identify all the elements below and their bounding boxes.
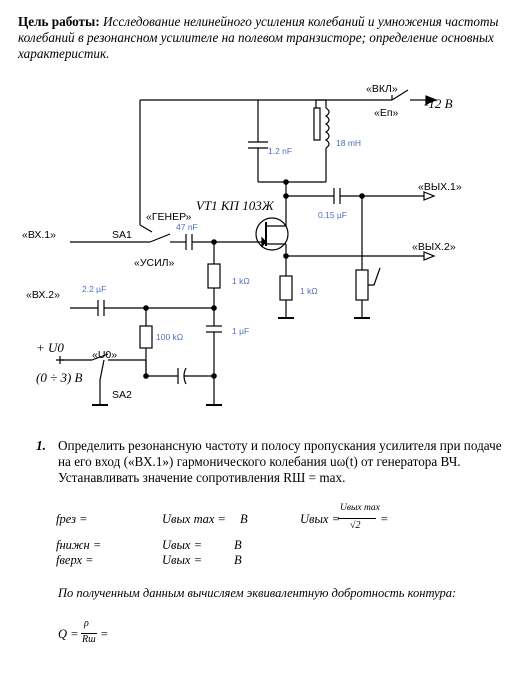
task-1: 1. Определить резонансную частоту и поло… xyxy=(36,438,508,486)
u-max-unit: В xyxy=(240,512,248,526)
u-eq-den: √2 xyxy=(350,520,361,531)
q-den: Rш xyxy=(82,634,96,645)
u0-plus-label: + U0 xyxy=(36,340,64,355)
gate-resistor-value: 1 kΩ xyxy=(232,276,250,286)
supply-label: -12 В xyxy=(424,96,453,111)
u0-switch-label: «U0» xyxy=(92,349,117,361)
u-verh: Uвых = xyxy=(162,553,203,567)
vkl-label: «ВКЛ» xyxy=(366,83,398,95)
q-fraction-bar xyxy=(81,633,97,634)
in2-label: «ВХ.2» xyxy=(26,289,60,301)
task-text: Определить резонансную частоту и полосу … xyxy=(58,438,502,485)
tank-cap-value: 1.2 nF xyxy=(268,146,292,156)
in2-cap-value: 2.2 µF xyxy=(82,284,106,294)
goal-label: Цель работы: xyxy=(18,14,100,29)
usil-label: «УСИЛ» xyxy=(134,257,175,269)
out1-label: «ВЫХ.1» xyxy=(418,181,462,193)
gener-label: «ГЕНЕР» xyxy=(146,211,192,223)
circuit-diagram: «ВКЛ» -12 В «Eп» 1.2 nF 18 mH VT1 КП 103… xyxy=(22,83,462,406)
bias-resistor-value: 100 kΩ xyxy=(156,332,183,342)
in1-label: «ВХ.1» xyxy=(22,229,56,241)
u0-range-label: (0 ÷ 3) В xyxy=(36,370,83,385)
q-tail: = xyxy=(100,627,109,641)
source-resistor-value: 1 kΩ xyxy=(300,286,318,296)
f-verh: fверх = xyxy=(56,553,94,567)
out-cap-value: 0.15 µF xyxy=(318,210,347,220)
out2-label: «ВЫХ.2» xyxy=(412,241,456,253)
u-nizh: Uвых = xyxy=(162,538,203,552)
goal-text: Исследование нелинейного усиления колеба… xyxy=(18,14,499,61)
goal-paragraph: Цель работы: Исследование нелинейного ус… xyxy=(18,14,508,62)
sa2-label: SA2 xyxy=(112,389,132,401)
u-eq-lhs: Uвых = xyxy=(300,512,341,526)
task-number: 1. xyxy=(36,438,46,453)
u-eq-tail: = xyxy=(380,512,389,526)
tank-inductor-value: 18 mH xyxy=(336,138,361,148)
sa1-label: SA1 xyxy=(112,229,132,241)
bias-cap-value: 1 µF xyxy=(232,326,249,336)
q-lhs: Q = xyxy=(58,627,79,641)
f-rez: fрез = xyxy=(56,512,88,526)
q-note: По полученным данным вычисляем эквивален… xyxy=(58,586,457,600)
u-nizh-unit: В xyxy=(234,538,242,552)
q-num: ρ xyxy=(84,618,89,629)
ep-label: «Eп» xyxy=(374,107,399,119)
u-max: Uвых max = xyxy=(162,512,226,526)
f-nizh: fнижн = xyxy=(56,538,102,552)
transistor-label: VT1 КП 103Ж xyxy=(196,198,275,213)
in-cap-value: 47 nF xyxy=(176,222,198,232)
u-verh-unit: В xyxy=(234,553,242,567)
u-eq-num: Uвых max xyxy=(340,503,380,513)
u-eq-fraction-bar xyxy=(338,518,376,519)
